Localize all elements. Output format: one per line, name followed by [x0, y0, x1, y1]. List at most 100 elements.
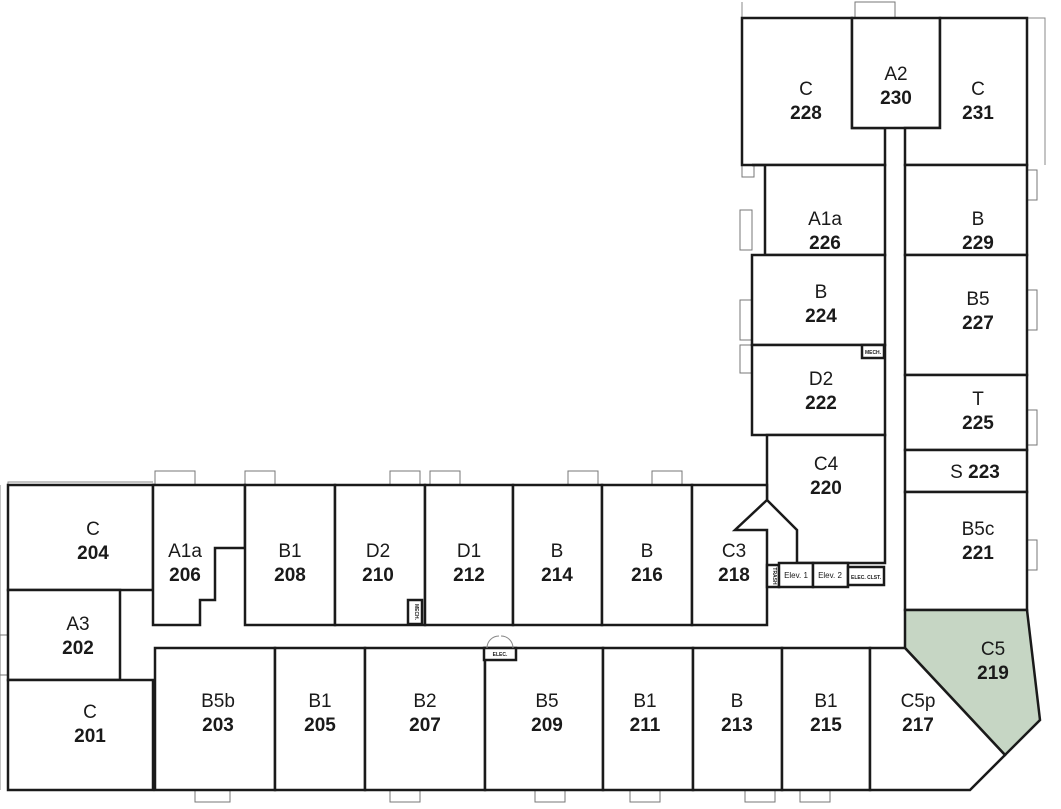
window-bay	[1026, 539, 1038, 571]
elec-double-door	[486, 635, 514, 649]
room-231[interactable]: C 231	[903, 16, 1029, 167]
room-number: 217	[902, 715, 934, 736]
window-bay	[1026, 169, 1038, 201]
room-type: C	[86, 519, 100, 540]
room-type: A1a	[808, 209, 842, 230]
room-number: 202	[62, 638, 94, 659]
room-number: 207	[409, 715, 441, 736]
window-bay	[651, 470, 683, 486]
room-type: B2	[413, 691, 436, 712]
room-type: S	[950, 462, 963, 483]
room-type: B	[551, 541, 564, 562]
room-number: 204	[77, 543, 109, 564]
electrical-closet	[846, 565, 886, 587]
room-number: 231	[962, 103, 994, 124]
window-bay	[739, 299, 753, 341]
room-number: 218	[718, 565, 750, 586]
room-type: B5	[966, 289, 989, 310]
utility-rooms: TRASH Elev. 1 Elev. 2 ELEC. CLST. MECH. …	[406, 343, 886, 662]
room-204[interactable]: C 204	[6, 483, 155, 592]
room-type: D1	[457, 541, 481, 562]
window-bay	[1026, 289, 1038, 331]
room-type: B1	[633, 691, 656, 712]
room-number: 225	[962, 413, 994, 434]
room-type: B	[641, 541, 654, 562]
room-type: A3	[66, 614, 89, 635]
room-number: 203	[202, 715, 234, 736]
elevator-2[interactable]	[811, 561, 850, 589]
window-bay	[629, 789, 661, 803]
room-outline[interactable]	[6, 678, 155, 792]
window-bay	[854, 1, 896, 19]
room-number: 212	[453, 565, 485, 586]
room-type: B	[815, 282, 828, 303]
room-number: 229	[962, 233, 994, 254]
room-type: A1a	[168, 541, 202, 562]
room-number: 211	[630, 715, 661, 736]
window-bay	[1026, 409, 1038, 446]
elevator-1-label: Elev. 1	[784, 571, 808, 580]
window-bay	[244, 470, 276, 486]
room-number: 226	[809, 233, 841, 254]
room-number: 219	[977, 663, 1009, 684]
room-type: B1	[814, 691, 837, 712]
room-outline[interactable]	[868, 646, 1007, 792]
room-number: 210	[362, 565, 394, 586]
room-223[interactable]: S 223	[903, 448, 1029, 494]
room-number: 205	[304, 715, 336, 736]
room-type: C5p	[901, 691, 936, 712]
room-type: B1	[278, 541, 301, 562]
room-outline[interactable]	[6, 483, 155, 592]
window-bay	[389, 470, 421, 486]
room-number: 222	[805, 393, 837, 414]
room-type: B1	[308, 691, 331, 712]
room-number: 221	[962, 543, 994, 564]
window-bay	[567, 470, 599, 486]
room-type: T	[972, 389, 984, 410]
room-outline[interactable]	[903, 608, 1042, 757]
room-type: D2	[809, 369, 833, 390]
room-outline[interactable]	[6, 588, 122, 682]
elevator-2-label: Elev. 2	[818, 571, 842, 580]
window-bay	[744, 789, 776, 803]
room-number: 206	[169, 565, 201, 586]
exterior-outline	[0, 2, 1046, 790]
mech-lower-label: MECH.	[413, 604, 419, 621]
mech-upper-label: MECH.	[865, 350, 882, 356]
window-bay	[154, 470, 196, 486]
elec-label: ELEC.	[493, 652, 508, 658]
window-bay	[739, 344, 753, 374]
room-225[interactable]: T 225	[903, 373, 1029, 452]
room-type: C	[971, 79, 985, 100]
room-outline[interactable]	[690, 483, 769, 627]
room-number: 223	[968, 462, 1000, 483]
mechanical-room-upper	[860, 343, 886, 360]
window-bay	[799, 789, 831, 803]
